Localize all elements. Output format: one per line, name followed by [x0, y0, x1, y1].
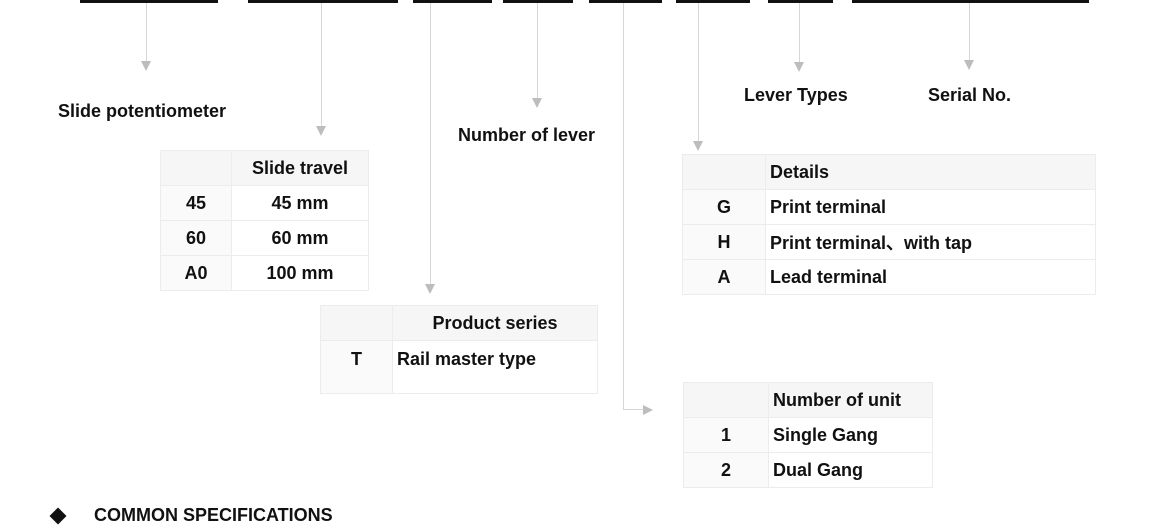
code: 2	[683, 452, 769, 488]
code-segment-8	[852, 0, 1089, 3]
connector-line	[799, 3, 800, 62]
value: Lead terminal	[765, 259, 1096, 295]
code-segment-4	[503, 0, 573, 3]
arrow-down-icon	[141, 61, 151, 71]
value: Rail master type	[392, 340, 598, 394]
connector-line	[430, 3, 431, 284]
arrow-down-icon	[316, 126, 326, 136]
code: G	[682, 189, 766, 225]
arrow-down-icon	[693, 141, 703, 151]
value: 60 mm	[231, 220, 369, 256]
label-slide-potentiometer: Slide potentiometer	[58, 101, 227, 121]
code: 60	[160, 220, 232, 256]
value: 100 mm	[231, 255, 369, 291]
connector-line	[969, 3, 970, 60]
value: Print terminal、with tap	[765, 224, 1096, 260]
header: Details	[765, 154, 1096, 190]
code-segment-1	[80, 0, 218, 3]
value: Print terminal	[765, 189, 1096, 225]
value: Dual Gang	[768, 452, 933, 488]
code: A0	[160, 255, 232, 291]
code: 45	[160, 185, 232, 221]
connector-line	[537, 3, 538, 98]
label-serial-no: Serial No.	[928, 85, 1012, 105]
code: H	[682, 224, 766, 260]
header: Product series	[392, 305, 598, 341]
connector-line	[146, 3, 147, 61]
value: Single Gang	[768, 417, 933, 453]
arrow-down-icon	[425, 284, 435, 294]
code-segment-2	[248, 0, 398, 3]
arrow-down-icon	[794, 62, 804, 72]
header: Slide travel	[231, 150, 369, 186]
arrow-down-icon	[964, 60, 974, 70]
value: 45 mm	[231, 185, 369, 221]
label-number-of-lever: Number of lever	[458, 125, 596, 145]
code-segment-6	[676, 0, 750, 3]
header: Number of unit	[768, 382, 933, 418]
label-lever-types: Lever Types	[744, 85, 848, 105]
section-title: COMMON SPECIFICATIONS	[94, 505, 333, 525]
code-segment-3	[413, 0, 492, 3]
arrow-down-icon	[532, 98, 542, 108]
section-heading: COMMON SPECIFICATIONS	[49, 505, 333, 526]
connector-line	[623, 409, 643, 410]
code: A	[682, 259, 766, 295]
code: 1	[683, 417, 769, 453]
code-segment-5	[589, 0, 662, 3]
connector-line	[321, 3, 322, 126]
arrow-right-icon	[643, 405, 653, 415]
diamond-bullet-icon	[49, 507, 67, 524]
connector-line	[623, 3, 624, 409]
code-segment-7	[768, 0, 833, 3]
connector-line	[698, 3, 699, 141]
code: T	[320, 340, 393, 394]
